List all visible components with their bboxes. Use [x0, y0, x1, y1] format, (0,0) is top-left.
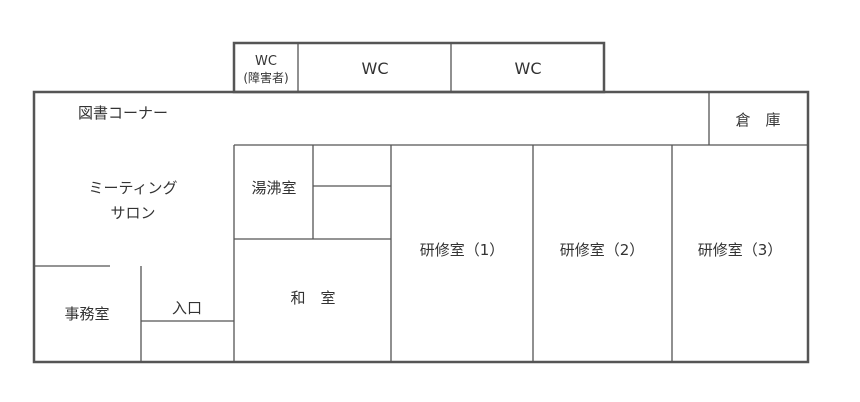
training-room-3-label: 研修室（3）: [698, 241, 783, 259]
room-labels: WC (障害者) WC WC 図書コーナー 倉 庫 ミーティング サロン 湯沸室…: [64, 54, 782, 323]
meeting-salon-label: ミーティング: [88, 179, 177, 197]
wc-1-label: WC: [362, 59, 389, 78]
storage-label: 倉 庫: [735, 111, 780, 129]
walls: [32, 41, 810, 364]
library-corner-label: 図書コーナー: [78, 104, 168, 122]
kitchenette-label: 湯沸室: [251, 179, 296, 197]
training-room-2-label: 研修室（2）: [560, 241, 645, 259]
wc-2-label: WC: [515, 59, 542, 78]
meeting-salon-sublabel: サロン: [110, 204, 155, 222]
entrance-label: 入口: [172, 299, 202, 317]
partitions: [34, 43, 808, 362]
tatami-room-label: 和 室: [290, 289, 335, 307]
wc-block-wall: [232, 41, 606, 94]
training-room-1-label: 研修室（1）: [420, 241, 505, 259]
wc-accessible-sublabel: (障害者): [243, 70, 288, 85]
wc-accessible-label: WC: [255, 54, 277, 69]
office-label: 事務室: [64, 305, 109, 323]
